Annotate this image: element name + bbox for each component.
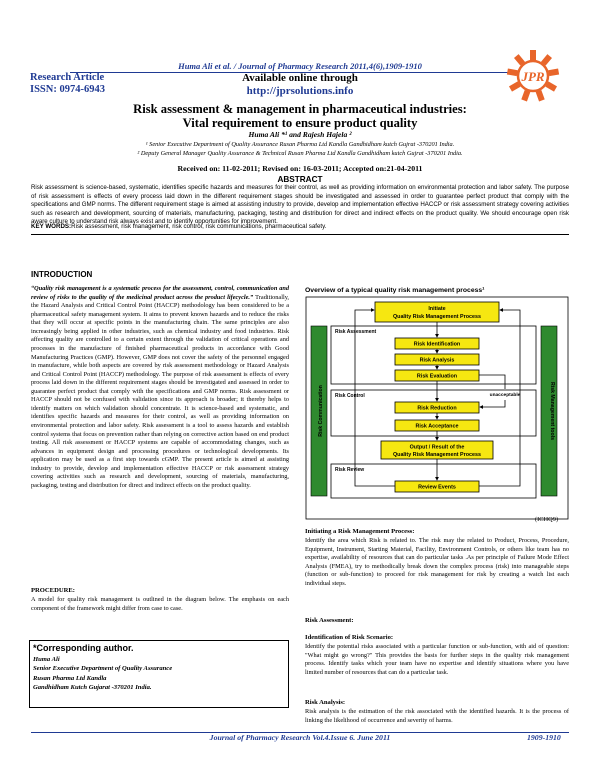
risk-acceptance-text: Risk Acceptance xyxy=(416,424,459,430)
risk-evaluation-text: Risk Evaluation xyxy=(417,374,457,380)
risk-assessment-heading: Risk Assessment: xyxy=(305,617,354,624)
introduction-heading: INTRODUCTION xyxy=(31,270,93,279)
risk-review-section xyxy=(330,463,537,499)
review-events-box xyxy=(394,480,480,493)
introduction-quote: “Quality risk management is a systematic… xyxy=(31,285,289,301)
section-rule xyxy=(31,234,569,235)
feedback-lines xyxy=(354,308,521,487)
introduction-text: “Quality risk management is a systematic… xyxy=(31,285,289,491)
risk-analysis-text: Risk Analysis xyxy=(420,358,455,364)
jpr-logo-icon: JPR xyxy=(506,50,560,102)
initiate-line-2: Quality Risk Management Process xyxy=(393,314,481,320)
risk-communication-panel xyxy=(310,325,328,497)
procedure-text: A model for quality risk management is o… xyxy=(31,596,289,612)
title-line-1: Risk assessment & management in pharmace… xyxy=(133,102,467,116)
review-events-text: Review Events xyxy=(418,485,456,491)
introduction-body: Traditionally, the Hazard Analysis and C… xyxy=(31,293,290,489)
corr-line-2: Senior Executive Department of Quality A… xyxy=(33,665,173,673)
keywords-text: Risk assessment, risk management, risk c… xyxy=(71,223,327,230)
risk-tools-panel xyxy=(540,325,558,497)
footer-rule xyxy=(31,732,569,733)
article-type: Research Article xyxy=(30,72,105,83)
risk-communication-label: Risk Communication xyxy=(318,385,324,437)
issn: ISSN: 0974-6943 xyxy=(30,83,105,95)
corr-line-1: Huma Ali xyxy=(33,656,60,663)
keywords-label: KEY WORDS: xyxy=(31,223,72,230)
corresponding-author-details: Huma Ali Senior Executive Department of … xyxy=(33,655,172,692)
journal-url[interactable]: http://jprsolutions.info xyxy=(246,84,354,97)
unacceptable-label: unacceptable xyxy=(490,392,521,398)
risk-tools-label: Risk Management tools xyxy=(549,382,555,440)
available-online: Available online through xyxy=(242,72,358,84)
affiliations: ¹ Senior Executive Department of Quality… xyxy=(0,141,600,159)
journal-running-head: Huma Ali et al. / Journal of Pharmacy Re… xyxy=(178,61,422,71)
risk-management-diagram: Risk Communication Risk Management tools… xyxy=(305,296,569,520)
output-line-1: Output / Result of the xyxy=(410,445,465,451)
footer-pages: 1909-1910 xyxy=(527,733,561,742)
figure-caption: (ICHQ9) xyxy=(535,516,559,523)
risk-reduction-text: Risk Reduction xyxy=(417,406,456,412)
initiating-heading: Initiating a Risk Management Process: xyxy=(305,528,415,535)
risk-analysis-text: Risk analysis is the estimation of the r… xyxy=(305,708,569,724)
risk-identification-text: Risk Identification xyxy=(414,342,460,348)
corr-line-4: Gandhidham Kutch Gujarat -370201 India. xyxy=(33,683,152,691)
procedure-heading: PROCEDURE: xyxy=(31,587,75,594)
initiating-text: Identify the area which Risk is related … xyxy=(305,537,569,587)
output-line-2: Quality Risk Management Process xyxy=(393,452,481,458)
affiliation-2: ² Deputy General Manager Quality Assuran… xyxy=(137,149,463,157)
risk-analysis-heading: Risk Analysis: xyxy=(305,699,346,706)
header-rule xyxy=(70,72,530,73)
risk-control-section xyxy=(330,389,537,437)
risk-assessment-label: Risk Assessment xyxy=(335,329,377,335)
risk-assessment-section xyxy=(330,325,537,385)
corr-line-3: Rusan Pharma Ltd Kandla xyxy=(33,674,107,682)
identification-text: Identify the potential risks associated … xyxy=(305,643,569,676)
corresponding-author-box xyxy=(29,640,289,708)
article-type-block: Research Article ISSN: 0974-6943 xyxy=(30,72,105,95)
risk-review-label: Risk Review xyxy=(335,467,364,473)
figure-title: Overview of a typical quality risk manag… xyxy=(305,287,485,294)
initiate-line-1: Initiate xyxy=(428,306,445,312)
logo-text: JPR xyxy=(520,69,544,84)
risk-control-label: Risk Control xyxy=(335,393,365,399)
corresponding-author-title: *Corresponding author. xyxy=(33,643,134,653)
title-line-2: Vital requirement to ensure product qual… xyxy=(182,115,418,130)
keywords: KEY WORDS:Risk assessment, risk manageme… xyxy=(31,223,569,230)
footer-journal: Journal of Pharmacy Research Vol.4.Issue… xyxy=(209,733,391,742)
paper-title: Risk assessment & management in pharmace… xyxy=(0,102,600,130)
availability-block: Available online through http://jprsolut… xyxy=(0,72,600,97)
abstract-heading: ABSTRACT xyxy=(277,175,323,184)
identification-heading: Identification of Risk Scenario: xyxy=(305,634,394,641)
abstract-text: Risk assessment is science-based, system… xyxy=(31,184,569,226)
received-dates: Received on: 11-02-2011; Revised on: 16-… xyxy=(177,164,423,173)
affiliation-1: ¹ Senior Executive Department of Quality… xyxy=(145,141,455,148)
authors: Huma Ali *¹ and Rajesh Hajela ² xyxy=(248,130,352,139)
